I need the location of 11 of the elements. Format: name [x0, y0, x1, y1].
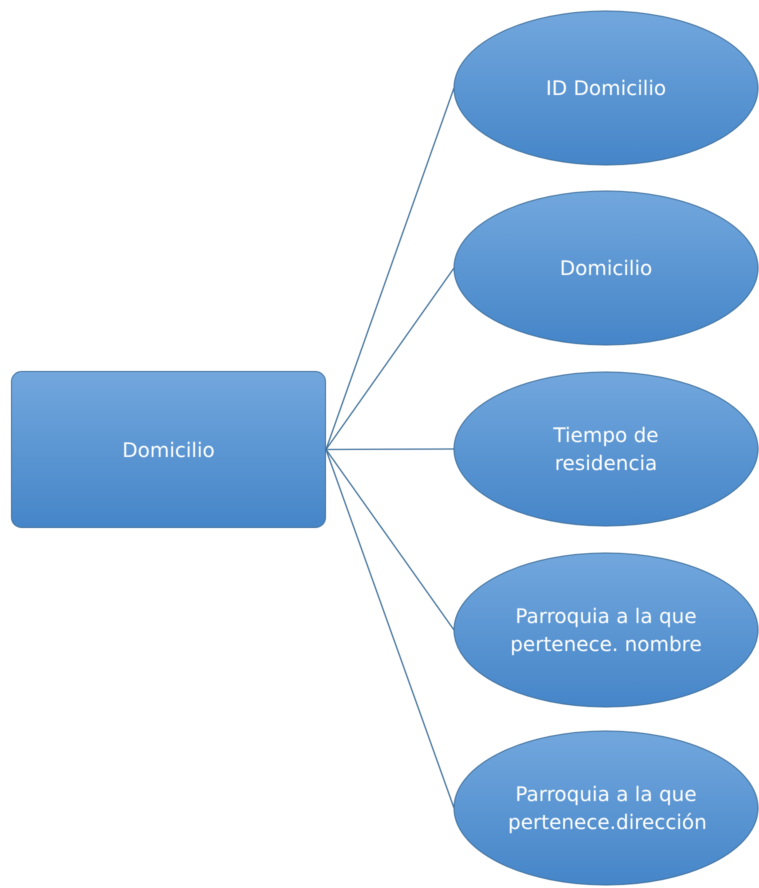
attribute-name: ID Domicilio: [546, 75, 666, 102]
connector-line: [326, 448, 454, 450]
attribute-name: Tiempo de residencia: [552, 422, 660, 477]
attribute-name: Parroquia a la que pertenece.dirección: [508, 781, 704, 836]
connector-line: [325, 449, 455, 630]
attribute-name: Parroquia a la que pertenece. nombre: [509, 603, 703, 658]
connector-line: [325, 268, 455, 450]
attribute-name: Domicilio: [560, 255, 652, 282]
entity-name: Domicilio: [122, 436, 215, 464]
connector-line: [325, 449, 455, 808]
connector-line: [325, 88, 455, 450]
